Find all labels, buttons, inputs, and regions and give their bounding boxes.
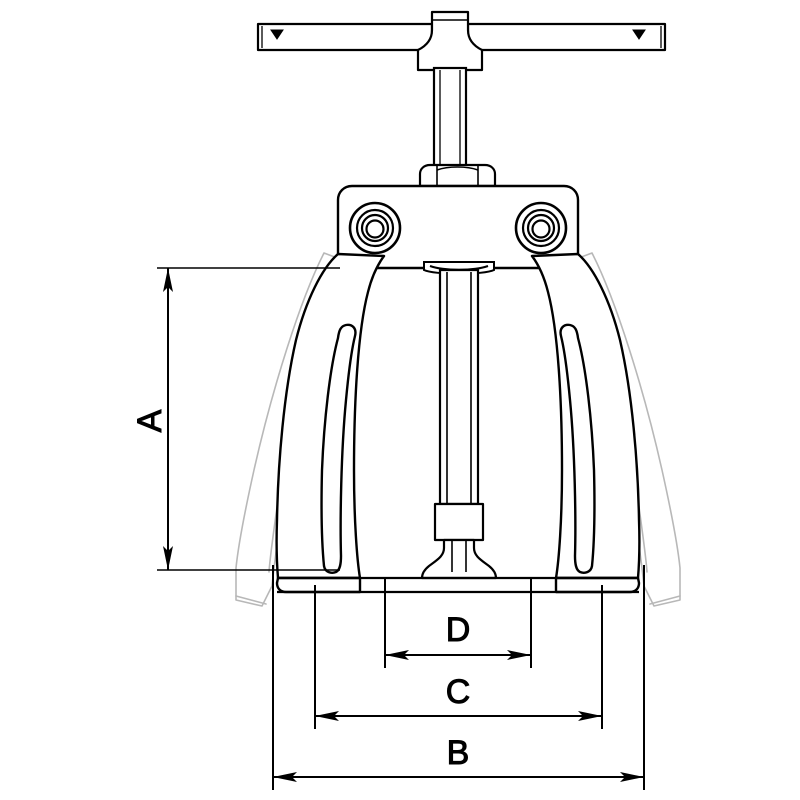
spindle-shaft-group [432,66,468,170]
dimension-C-label: C [446,673,471,711]
spindle-shaft-thread-lines [439,70,461,168]
t-handle-end-mark-left-icon [270,29,284,40]
t-handle-bar-right [466,22,667,52]
crossbar-yoke [336,184,580,270]
jaw-arm-left-tip [275,576,362,594]
dimension-B-arrow-right [620,772,644,782]
dimension-C-arrow-right [578,711,602,721]
pivot-boss-left [348,201,402,255]
t-handle-assembly [256,10,667,72]
hex-nut-facet-lines [436,166,479,186]
dimension-A-arrow-bottom [163,546,173,570]
spindle-head [416,10,484,72]
dimension-D-arrow-right [507,650,531,660]
hex-nut-chamfer-arc [436,166,479,171]
jaw-arm-left-open-foot [235,595,267,605]
jaw-arm-right-relief-slot [559,323,596,574]
crossbar [336,184,580,270]
base-reference-lines [277,576,639,594]
pivot-boss-right-bore [531,219,551,239]
dimension-C-arrow-left [315,711,339,721]
dimension-D: D [384,578,532,668]
dimension-A: A [130,267,340,571]
dimension-C: C [314,585,603,729]
pivot-boss-right [514,201,568,255]
center-screw-shaft [438,268,480,506]
screw-collar [433,502,485,542]
jaw-arm-right-tip [554,576,641,594]
jaw-arm-right-open-foot [649,595,681,605]
dimension-B-label: B [447,734,470,772]
jaw-arms-closed [275,252,641,594]
dimension-D-label: D [446,611,471,649]
center-screw-inner-lines [446,272,472,572]
pivot-boss-left-bore [365,219,385,239]
dimension-B-arrow-left [273,772,297,782]
hex-nut-group [418,163,497,188]
t-handle-end-marks [270,29,646,40]
jaw-arm-left-relief-slot [320,323,357,574]
dimension-D-arrow-left [385,650,409,660]
t-handle-bar-left [256,22,434,52]
hex-nut [418,163,497,188]
dimension-B: B [272,565,645,790]
t-handle-end-mark-right-icon [632,29,646,40]
dimension-A-arrow-top [163,268,173,292]
spindle-shaft [432,66,468,170]
t-handle-bar-inner-lines [261,26,662,48]
dimension-A-label: A [131,409,169,432]
